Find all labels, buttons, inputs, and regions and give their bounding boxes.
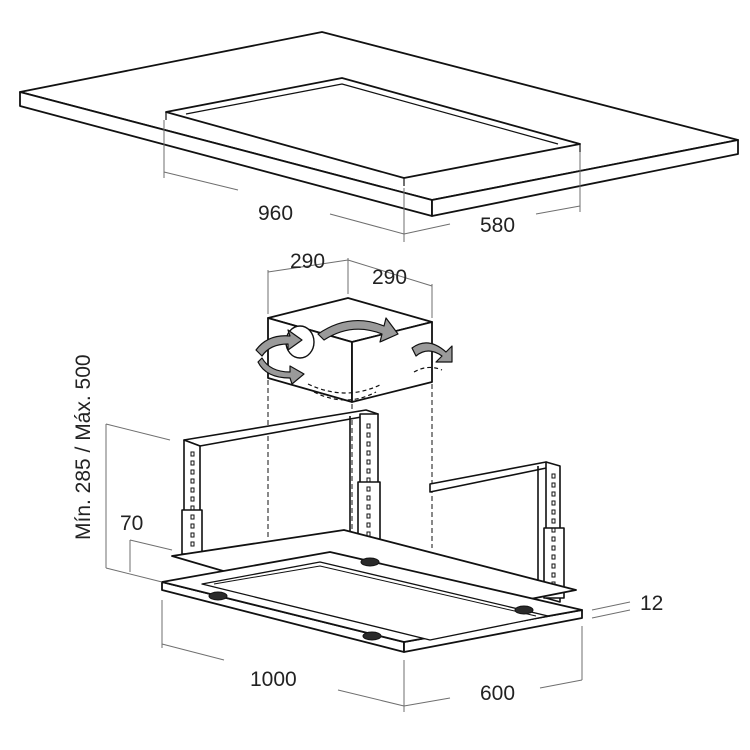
frame-slot-hole — [551, 554, 556, 560]
frame-back-rail — [429, 461, 557, 493]
canopy-depth-label: 600 — [480, 682, 515, 705]
canopy-filter-inner-edge — [213, 565, 537, 617]
duct-width-left-label: 290 — [290, 250, 325, 273]
frame-slot-hole — [190, 487, 195, 493]
canopy-width-label: 1000 — [250, 668, 297, 691]
ceiling-side-face — [431, 139, 739, 217]
frame-slot-hole — [190, 523, 195, 529]
frame-slot-hole — [190, 532, 195, 538]
frame-slot-hole — [190, 451, 195, 457]
frame-front-rail — [183, 409, 379, 447]
frame-slot-hole — [551, 527, 556, 533]
frame-slot-hole — [366, 450, 371, 456]
frame-slot-hole — [551, 563, 556, 569]
frame-slot-hole — [551, 473, 556, 479]
cutout-dimension-lines — [163, 120, 581, 242]
frame-slot-hole — [190, 478, 195, 484]
led-lights — [208, 557, 534, 641]
led-light-icon — [360, 557, 380, 567]
frame-slot-hole — [366, 459, 371, 465]
frame-slot-hole — [190, 514, 195, 520]
rotate-arrow-icon — [255, 317, 453, 385]
duct-hidden-lines — [267, 380, 433, 552]
frame-slot-hole — [551, 536, 556, 542]
canopy-filter-panel — [201, 561, 549, 641]
frame-slot-hole — [366, 432, 371, 438]
frame-slot-hole — [190, 496, 195, 502]
frame-slot-hole — [190, 541, 195, 547]
frame-slot-hole — [366, 513, 371, 519]
frame-slot-hole — [551, 482, 556, 488]
frame-sleeve-left — [181, 509, 203, 555]
led-light-icon — [362, 631, 382, 641]
frame-slot-hole — [551, 491, 556, 497]
led-light-icon — [514, 605, 534, 615]
frame-slot-hole — [366, 522, 371, 528]
frame-slot-hole — [190, 505, 195, 511]
frame-slot-hole — [190, 469, 195, 475]
frame-slot-hole — [366, 495, 371, 501]
frame-slot-hole — [551, 572, 556, 578]
frame-slot-hole — [366, 468, 371, 474]
canopy-dimension-lines — [105, 423, 631, 712]
ceiling-cutout-inner-edge — [185, 83, 559, 145]
frame-slot-hole — [366, 477, 371, 483]
frame-slot-hole — [366, 504, 371, 510]
duct-dimension-lines — [267, 258, 433, 318]
frame-slot-hole — [551, 509, 556, 515]
duct-width-right-label: 290 — [372, 266, 407, 289]
hood-canopy — [161, 529, 583, 653]
led-light-icon — [208, 591, 228, 601]
frame-slot-hole — [551, 518, 556, 524]
cutout-width-label: 960 — [258, 202, 293, 225]
duct-side-face — [351, 321, 433, 403]
frame-slot-hole — [366, 441, 371, 447]
height-range-label: Mín. 285 / Máx. 500 — [72, 354, 95, 540]
frame-slot-hole — [551, 545, 556, 551]
rotate-arrow-dashed-icon — [307, 366, 443, 401]
frame-slot-hole — [551, 500, 556, 506]
frame-slot-hole — [366, 486, 371, 492]
canopy-thickness-label: 12 — [640, 592, 663, 615]
ceiling-panel — [19, 31, 739, 217]
cutout-depth-label: 580 — [480, 214, 515, 237]
canopy-height-label: 70 — [120, 512, 143, 535]
frame-slot-hole — [190, 460, 195, 466]
duct-box — [267, 297, 433, 403]
frame-slot-hole — [366, 423, 371, 429]
